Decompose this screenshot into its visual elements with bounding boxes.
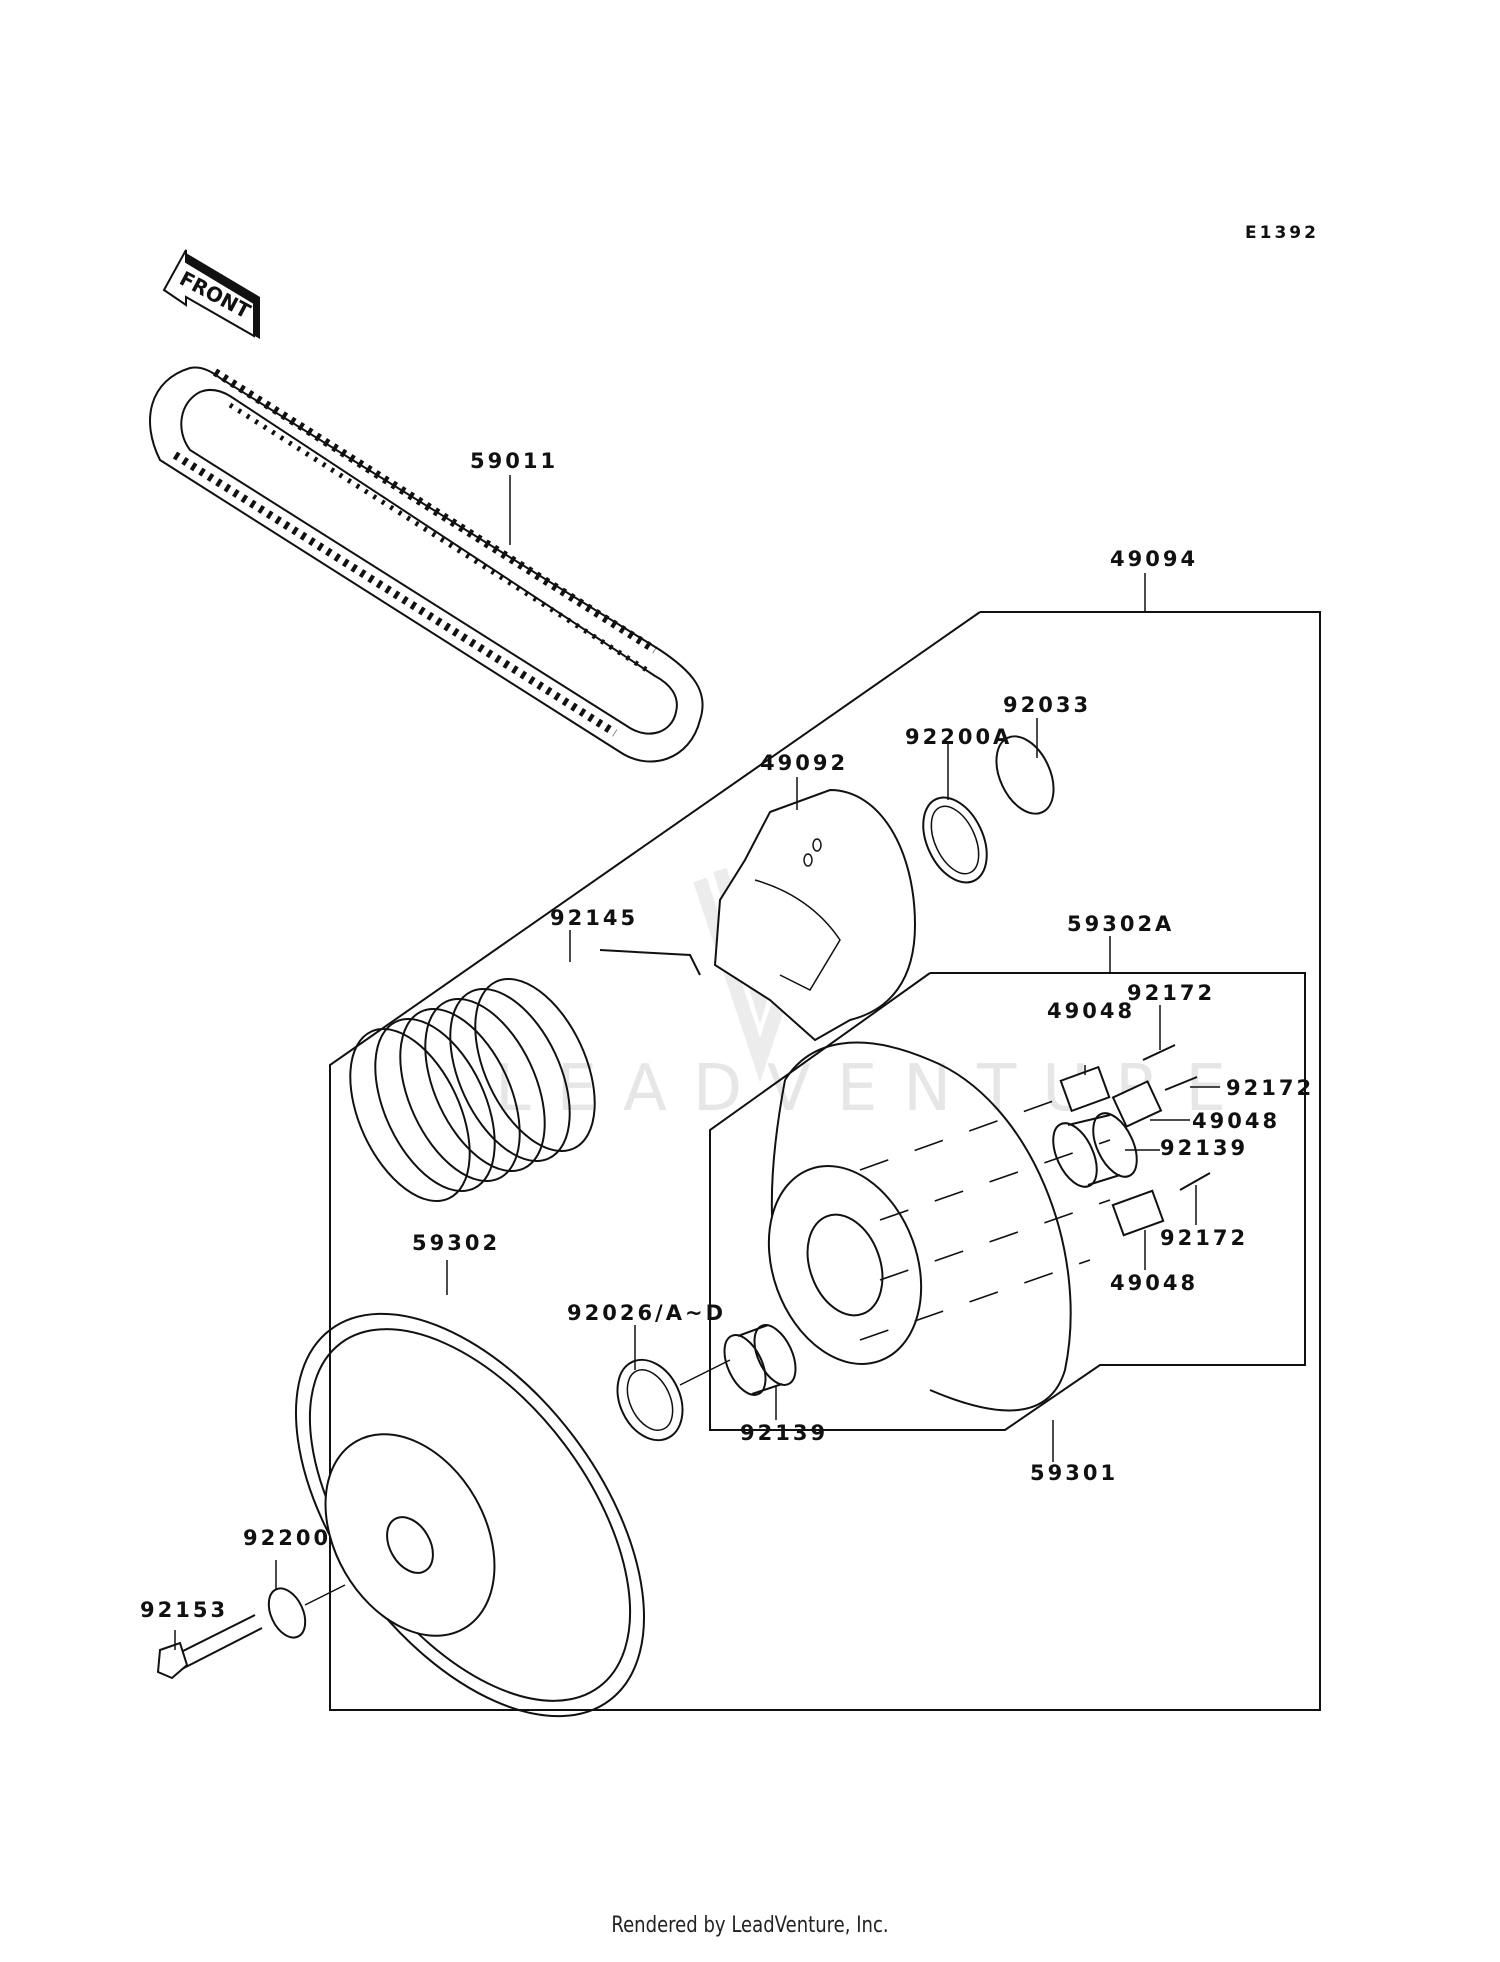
- part-screw-top[interactable]: [1142, 1044, 1176, 1061]
- leader-lines: [174, 475, 1220, 1650]
- label-59011[interactable]: 59011: [470, 449, 558, 473]
- part-shoe-middle[interactable]: [1111, 1080, 1163, 1128]
- label-59302[interactable]: 59302: [412, 1231, 500, 1255]
- label-59302A[interactable]: 59302A: [1067, 912, 1174, 936]
- label-59301[interactable]: 59301: [1030, 1461, 1118, 1485]
- part-bushing-upper[interactable]: [1044, 1107, 1145, 1194]
- part-snap-ring[interactable]: [985, 727, 1065, 822]
- part-washer-92200[interactable]: [262, 1583, 313, 1644]
- label-92153[interactable]: 92153: [140, 1598, 228, 1622]
- part-cam[interactable]: [713, 788, 917, 1042]
- label-92145[interactable]: 92145: [550, 906, 638, 930]
- part-movable-sheave[interactable]: [742, 1041, 1111, 1412]
- label-92033[interactable]: 92033: [1003, 693, 1091, 717]
- part-fixed-sheave[interactable]: [227, 1251, 714, 1778]
- part-screw-middle[interactable]: [1164, 1076, 1198, 1091]
- part-washer-92200A[interactable]: [911, 787, 1000, 892]
- label-49048-middle[interactable]: 49048: [1192, 1109, 1280, 1133]
- part-spring[interactable]: [326, 949, 701, 1220]
- front-arrow-icon: FRONT: [162, 249, 260, 339]
- part-shoe-top[interactable]: [1059, 1065, 1111, 1113]
- label-49048-top[interactable]: 49048: [1047, 999, 1135, 1023]
- assembly-outline-59302A: [709, 972, 1306, 1431]
- label-49094[interactable]: 49094: [1110, 547, 1198, 571]
- label-92200[interactable]: 92200: [243, 1526, 331, 1550]
- label-92172-middle[interactable]: 92172: [1226, 1076, 1314, 1100]
- label-92200A[interactable]: 92200A: [905, 725, 1012, 749]
- label-92026[interactable]: 92026/A~D: [567, 1301, 726, 1325]
- label-92139-upper[interactable]: 92139: [1160, 1136, 1248, 1160]
- label-92172-top[interactable]: 92172: [1127, 981, 1215, 1005]
- part-bolt[interactable]: [156, 1614, 263, 1680]
- part-screw-lower[interactable]: [1179, 1172, 1211, 1191]
- part-labels: 59011 49094 92033 92200A 49092 92145 593…: [140, 449, 1314, 1622]
- footer-credit: Rendered by LeadVenture, Inc.: [611, 1913, 889, 1938]
- diagram-code: E1392: [1245, 223, 1319, 243]
- part-spacer[interactable]: [605, 1349, 695, 1450]
- label-92139-lower[interactable]: 92139: [740, 1421, 828, 1445]
- label-92172-lower[interactable]: 92172: [1160, 1226, 1248, 1250]
- part-shoe-lower[interactable]: [1111, 1189, 1165, 1237]
- part-bushing-lower[interactable]: [716, 1319, 804, 1401]
- part-drive-belt[interactable]: [149, 366, 704, 763]
- label-49092[interactable]: 49092: [760, 751, 848, 775]
- assembly-outline-49094: [329, 611, 1321, 1711]
- label-49048-lower[interactable]: 49048: [1110, 1271, 1198, 1295]
